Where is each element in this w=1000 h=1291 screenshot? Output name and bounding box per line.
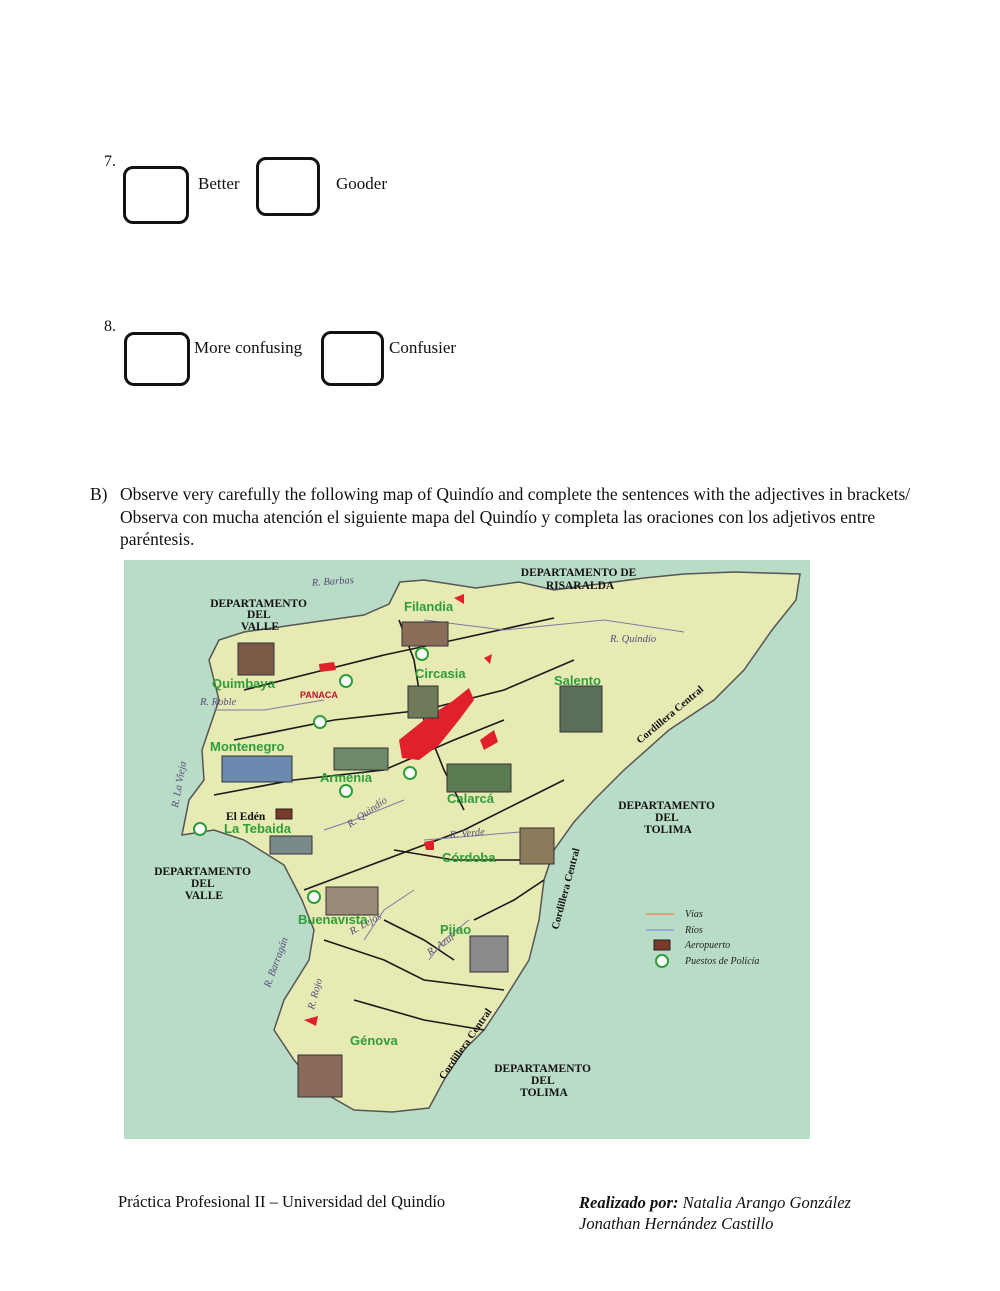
instruction-letter: B)	[90, 484, 108, 504]
question-8-number: 8.	[104, 318, 116, 335]
dept-tolima-east: DEPARTAMENTO DEL TOLIMA	[618, 800, 718, 836]
photo-thumbnails	[221, 621, 603, 1098]
answer-checkbox-more-confusing[interactable]	[124, 332, 190, 386]
river-quindio-north: R. Quindío	[609, 634, 656, 645]
river-la-vieja: R. La Vieja	[170, 761, 189, 810]
instruction-b: B) Observe very carefully the following …	[90, 483, 940, 551]
dept-valle-south: DEPARTAMENTO DEL VALLE	[154, 866, 254, 902]
river-roble: R. Roble	[199, 697, 236, 708]
legend-airport-icon	[653, 939, 671, 951]
town-pijao: Pijao	[440, 922, 471, 937]
quindio-map: DEPARTAMENTO DE RISARALDA DEPARTAMENTO D…	[124, 560, 810, 1139]
town-circasia: Circasia	[415, 666, 466, 681]
legend-policia: Puestos de Policía	[684, 956, 759, 967]
dept-valle-north: DEPARTAMENTO DEL VALLE	[210, 598, 310, 633]
town-armenia: Armenia	[320, 770, 373, 785]
answer-checkbox-better[interactable]	[123, 166, 189, 224]
town-genova: Génova	[350, 1033, 398, 1048]
town-la-tebaida: La Tebaida	[224, 821, 292, 836]
footer-author-1: Natalia Arango González	[682, 1193, 851, 1212]
police-station-icons	[193, 647, 429, 904]
town-cordoba: Córdoba	[442, 850, 496, 865]
town-filandia: Filandia	[404, 599, 454, 614]
legend-police-icon	[655, 954, 669, 968]
map-legend: Vías Ríos Aeropuerto Puestos de Policía	[646, 909, 759, 968]
footer-left: Práctica Profesional II – Universidad de…	[118, 1192, 446, 1211]
park-label-panaca: PANACA	[300, 690, 338, 700]
legend-vias: Vías	[685, 909, 703, 920]
town-calarca: Calarcá	[447, 791, 495, 806]
option-more-confusing-label: More confusing	[194, 338, 303, 357]
answer-checkbox-gooder[interactable]	[256, 157, 320, 216]
rivers	[214, 619, 685, 961]
footer-right-label: Realizado por:	[579, 1193, 679, 1212]
option-confusier-label: Confusier	[389, 338, 457, 357]
town-buenavista: Buenavista	[298, 912, 368, 927]
instruction-text: Observe very carefully the following map…	[120, 484, 911, 549]
footer-authors: Realizado por: Natalia Arango González J…	[579, 1192, 851, 1234]
answer-checkbox-confusier[interactable]	[321, 331, 384, 386]
option-gooder-label: Gooder	[336, 174, 387, 193]
airport-icon	[275, 808, 293, 820]
legend-rios: Ríos	[684, 925, 703, 936]
river-barbas: R. Barbas	[310, 575, 354, 589]
quindio-land	[181, 571, 801, 1113]
map-svg: DEPARTAMENTO DE RISARALDA DEPARTAMENTO D…	[154, 567, 801, 1113]
town-quimbaya: Quimbaya	[212, 676, 276, 691]
town-el-eden: El Edén	[226, 811, 266, 823]
town-montenegro: Montenegro	[210, 739, 284, 754]
question-7-number: 7.	[104, 153, 116, 170]
dept-tolima-south: DEPARTAMENTO DEL TOLIMA	[494, 1063, 594, 1099]
cordillera-label-2: Cordillera Central	[550, 847, 582, 931]
option-better-label: Better	[198, 174, 240, 193]
river-verde: R. Verde	[448, 827, 485, 841]
footer-author-2: Jonathan Hernández Castillo	[579, 1214, 774, 1233]
town-salento: Salento	[554, 673, 601, 688]
urban-areas	[304, 594, 498, 1026]
roads	[213, 617, 575, 1031]
river-barragan: R. Barragán	[262, 936, 291, 990]
legend-aeropuerto: Aeropuerto	[684, 940, 730, 951]
dept-risaralda: DEPARTAMENTO DE RISARALDA	[521, 567, 639, 592]
